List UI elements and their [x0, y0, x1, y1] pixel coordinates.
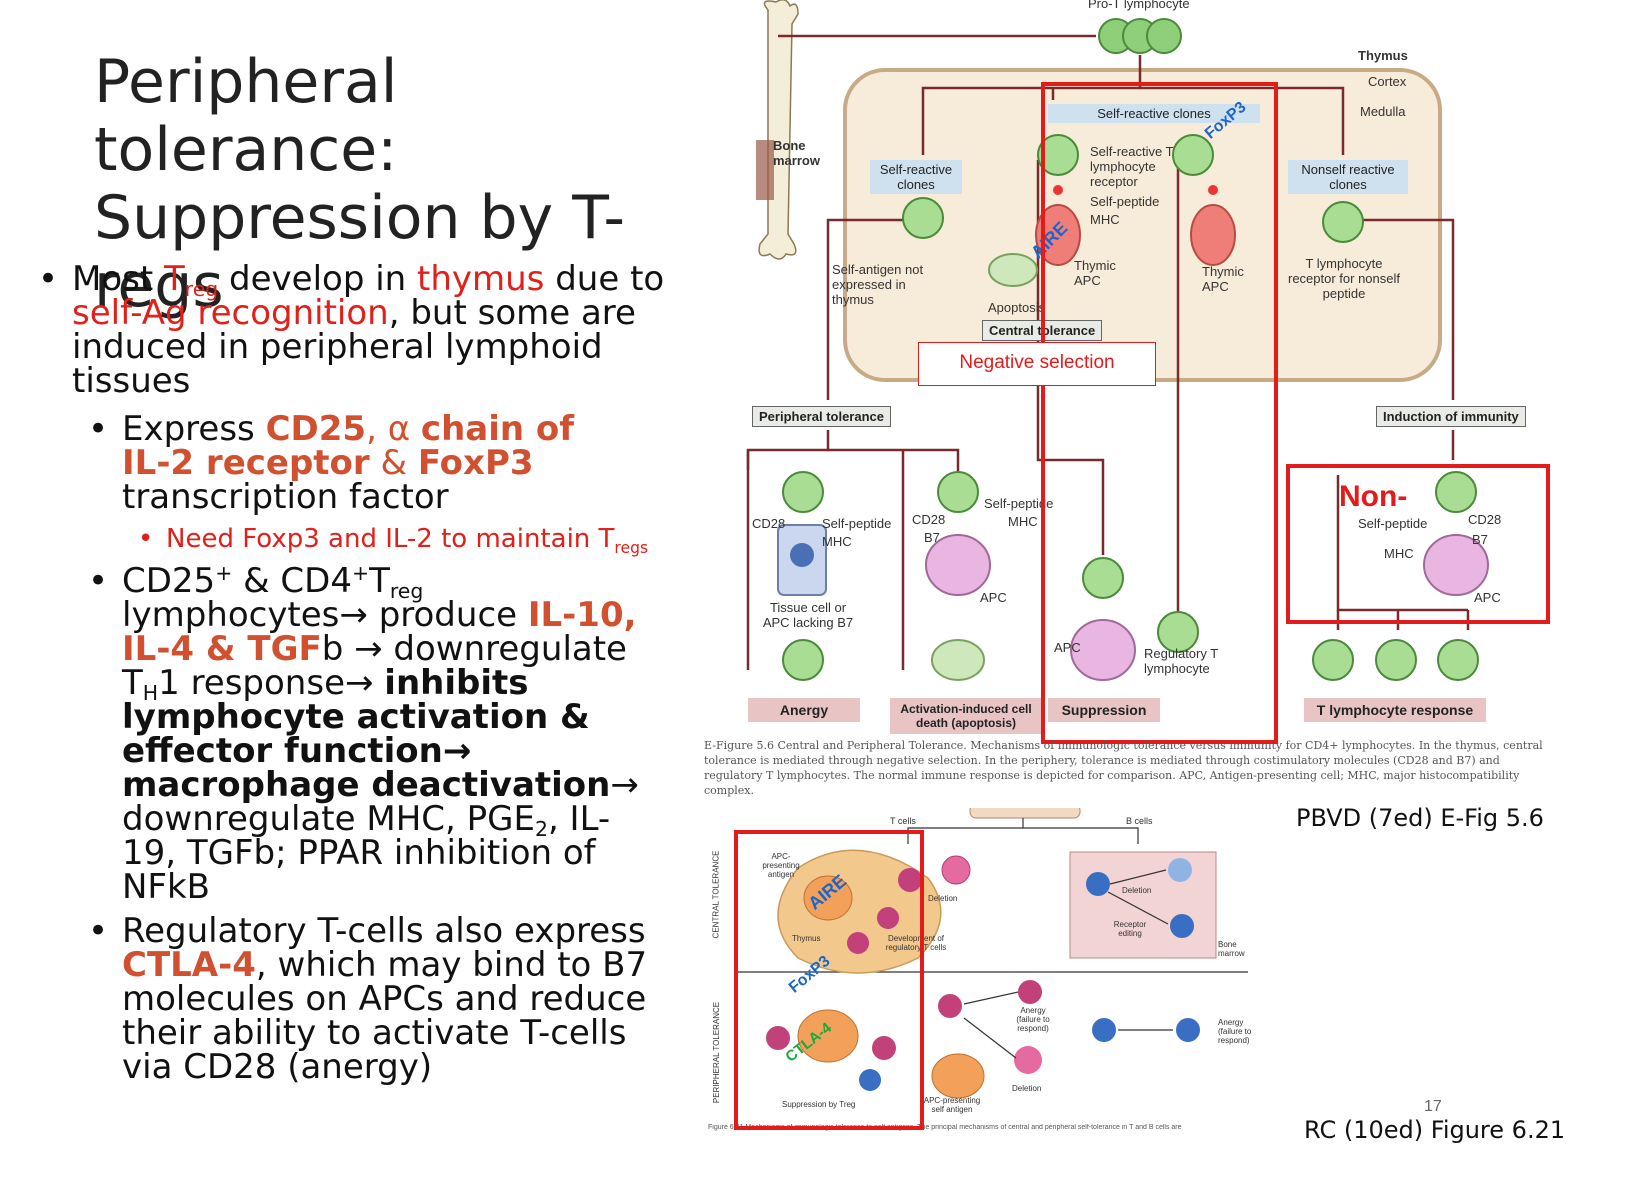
self-peptide-label-b: Self-peptide	[984, 496, 1054, 511]
nonself-reactive-clones: Nonself reactive clones	[1288, 160, 1408, 194]
t-response-box: T lymphocyte response	[1304, 698, 1486, 722]
anergy-label-1: Anergy (failure to respond)	[1016, 1006, 1050, 1033]
self-antigen-label: Self-antigen not expressed in thymus	[832, 262, 924, 307]
anergy-label-2: Anergy (failure to respond)	[1218, 1018, 1252, 1045]
page-number: 17	[1424, 1098, 1442, 1115]
suppression-box: Suppression	[1048, 698, 1160, 722]
cd28-label-a: CD28	[752, 516, 786, 531]
thymus-cells	[902, 134, 1364, 287]
deletion-label-1: Deletion	[928, 894, 958, 903]
flow-arrows	[746, 34, 1470, 670]
aicd-box: Activation-induced cell death (apoptosis…	[890, 698, 1042, 734]
self-reactive-clones-center: Self-reactive clones	[1048, 104, 1260, 123]
self-reactive-tcr-label: Self-reactive T lymphocyte receptor	[1090, 144, 1174, 189]
bullet-treg-origin: Most Treg develop in thymus due to self-…	[38, 262, 672, 398]
self-peptide-label-d: Self-peptide	[1358, 516, 1428, 531]
self-reactive-clones-left: Self-reactive clones	[870, 160, 962, 194]
cd28-label-b: CD28	[912, 512, 946, 527]
figure-tolerance-mechanisms: T cells B cells CENTRAL TOLERANCE PERIPH…	[708, 808, 1278, 1190]
peripheral-tolerance-label: Peripheral tolerance	[752, 406, 891, 427]
ref-rc: RC (10ed) Figure 6.21	[1304, 1116, 1566, 1144]
pro-t-cells	[1098, 18, 1182, 54]
cd28-label-d: CD28	[1468, 512, 1502, 527]
central-cells	[777, 849, 1194, 974]
bone-marrow-label: Bone marrow	[773, 138, 820, 168]
figure-bottom-drawing	[738, 808, 1248, 1099]
figure-central-peripheral-tolerance: Pro-T lymphocyte Thymus Cortex Medulla B…	[718, 0, 1639, 800]
pro-t-label: Pro-T lymphocyte	[1088, 0, 1190, 11]
cortex-label: Cortex	[1368, 74, 1407, 89]
bullet-express-cd25: Express CD25, α chain of IL-2 receptor &…	[88, 412, 602, 514]
highlight-box-nonself	[1286, 464, 1550, 624]
thymus-label-bottom: Thymus	[792, 934, 821, 943]
bullet-ctla4: Regulatory T-cells also express CTLA-4, …	[88, 914, 652, 1084]
deletion-label-2: Deletion	[1122, 886, 1152, 895]
receptor-editing-label: Receptor editing	[1113, 920, 1147, 938]
bone-icon	[756, 0, 799, 260]
suppression-treg-label: Suppression by Treg	[782, 1100, 856, 1109]
mhc-label-d: MHC	[1384, 546, 1414, 561]
apc-self-label: APC-presenting self antigen	[923, 1096, 981, 1114]
apc-label-c: APC	[1054, 640, 1081, 655]
apoptosis-label: Apoptosis	[988, 300, 1046, 315]
figure-top-drawing	[746, 0, 1489, 681]
tcr-nonself-label: T lymphocyte receptor for nonself peptid…	[1287, 256, 1400, 301]
mhc-label-a: MHC	[822, 534, 852, 549]
figure-top-caption: E-Figure 5.6 Central and Peripheral Tole…	[704, 739, 1543, 797]
central-tolerance-side: CENTRAL TOLERANCE	[711, 850, 721, 939]
peripheral-cells-bottom	[766, 980, 1200, 1099]
tissue-cell-label: Tissue cell or APC lacking B7	[762, 600, 854, 630]
t-cells-label: T cells	[890, 816, 916, 826]
self-peptide-label-a: Self-peptide	[822, 516, 892, 531]
mhc-label-b: MHC	[1008, 514, 1038, 529]
bullet-cd25-cd4: CD25+ & CD4+Treg lymphocytes→ produce IL…	[88, 563, 652, 904]
self-peptide-label: Self-peptide	[1090, 194, 1160, 209]
title-line-1: Peripheral tolerance:	[94, 47, 398, 185]
highlight-box-bottom	[734, 830, 924, 1130]
b7-label-d: B7	[1472, 532, 1488, 547]
peripheral-tolerance-side: PERIPHERAL TOLERANCE	[712, 1001, 722, 1104]
bone-marrow-panel	[1069, 851, 1217, 959]
apc-label-d: APC	[1474, 590, 1501, 605]
deletion-label-3: Deletion	[1012, 1084, 1042, 1093]
regulatory-t-label: Regulatory T lymphocyte	[1144, 646, 1218, 676]
thymic-apc-label-1: Thymic APC	[1074, 258, 1116, 288]
negative-selection-box: Negative selection	[918, 342, 1156, 386]
thymic-apc-label-2: Thymic APC	[1202, 264, 1244, 294]
anergy-box: Anergy	[748, 698, 860, 722]
mhc-label: MHC	[1090, 212, 1120, 227]
apc-label-b: APC	[980, 590, 1007, 605]
medulla-label: Medulla	[1360, 104, 1406, 119]
figure-bottom-caption: Figure 6.21 Mechanisms of immunologic to…	[708, 1124, 1182, 1131]
apc-presenting-label: APC-presenting antigen	[762, 852, 800, 879]
b-cells-label: B cells	[1126, 816, 1153, 826]
highlight-box-central	[1041, 82, 1278, 744]
b7-label-b: B7	[924, 530, 940, 545]
negative-selection-label: Negative selection	[959, 352, 1115, 373]
bullet-need-foxp3: Need Foxp3 and IL-2 to maintain Tregs	[138, 524, 718, 556]
bullet-list: Most Treg develop in thymus due to self-…	[38, 262, 718, 1094]
peripheral-cells	[777, 471, 1489, 681]
ref-pbvd: PBVD (7ed) E-Fig 5.6	[1296, 804, 1544, 832]
non-label: Non-	[1339, 480, 1408, 513]
dev-treg-label: Development of regulatory T cells	[885, 934, 947, 952]
induction-immunity-label: Induction of immunity	[1376, 406, 1526, 427]
bone-marrow-label-bottom: Bone marrow	[1218, 940, 1245, 958]
thymus-label: Thymus	[1358, 48, 1408, 63]
bone-icon-bottom	[969, 808, 1081, 819]
